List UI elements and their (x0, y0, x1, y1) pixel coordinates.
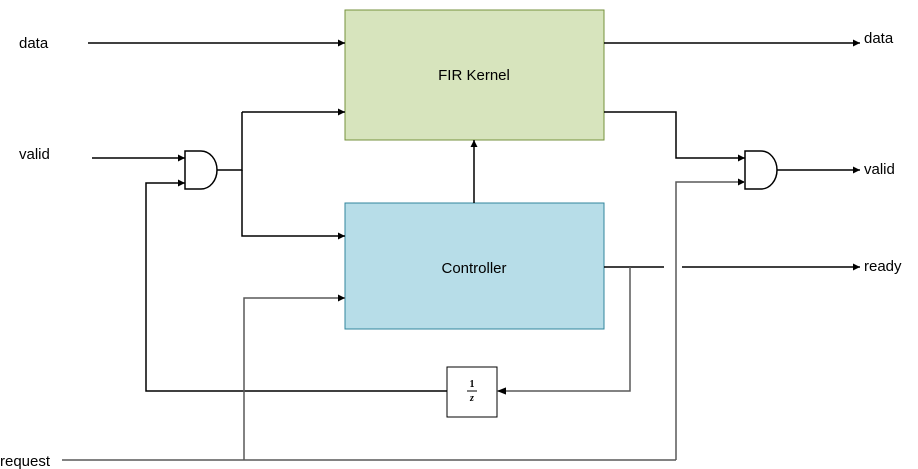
delay-numerator: 1 (470, 379, 475, 390)
wire-delay-feedback (145, 179, 447, 392)
wire-ready-to-delay (497, 267, 631, 395)
input-request-label: request (0, 453, 51, 469)
controller-label: Controller (441, 260, 506, 277)
and-gate-output (744, 150, 778, 190)
wire-and1-out (217, 112, 243, 171)
output-ready-label: ready (864, 258, 902, 275)
wire-to-controller-valid (241, 170, 345, 240)
input-valid-label: valid (19, 146, 50, 163)
wire-request-to-and2 (675, 178, 745, 460)
and-gate-input (184, 150, 218, 190)
wire-fir-valid-out (604, 111, 745, 162)
output-valid-label: valid (864, 161, 895, 178)
controller-block (344, 202, 605, 330)
wire-request-to-controller (243, 294, 345, 460)
fir-kernel-label: FIR Kernel (438, 67, 510, 84)
fir-kernel-block (344, 9, 605, 141)
unit-delay-block (446, 366, 498, 418)
output-data-label: data (864, 30, 894, 47)
delay-denominator: z (469, 393, 474, 404)
input-data-label: data (19, 35, 49, 52)
